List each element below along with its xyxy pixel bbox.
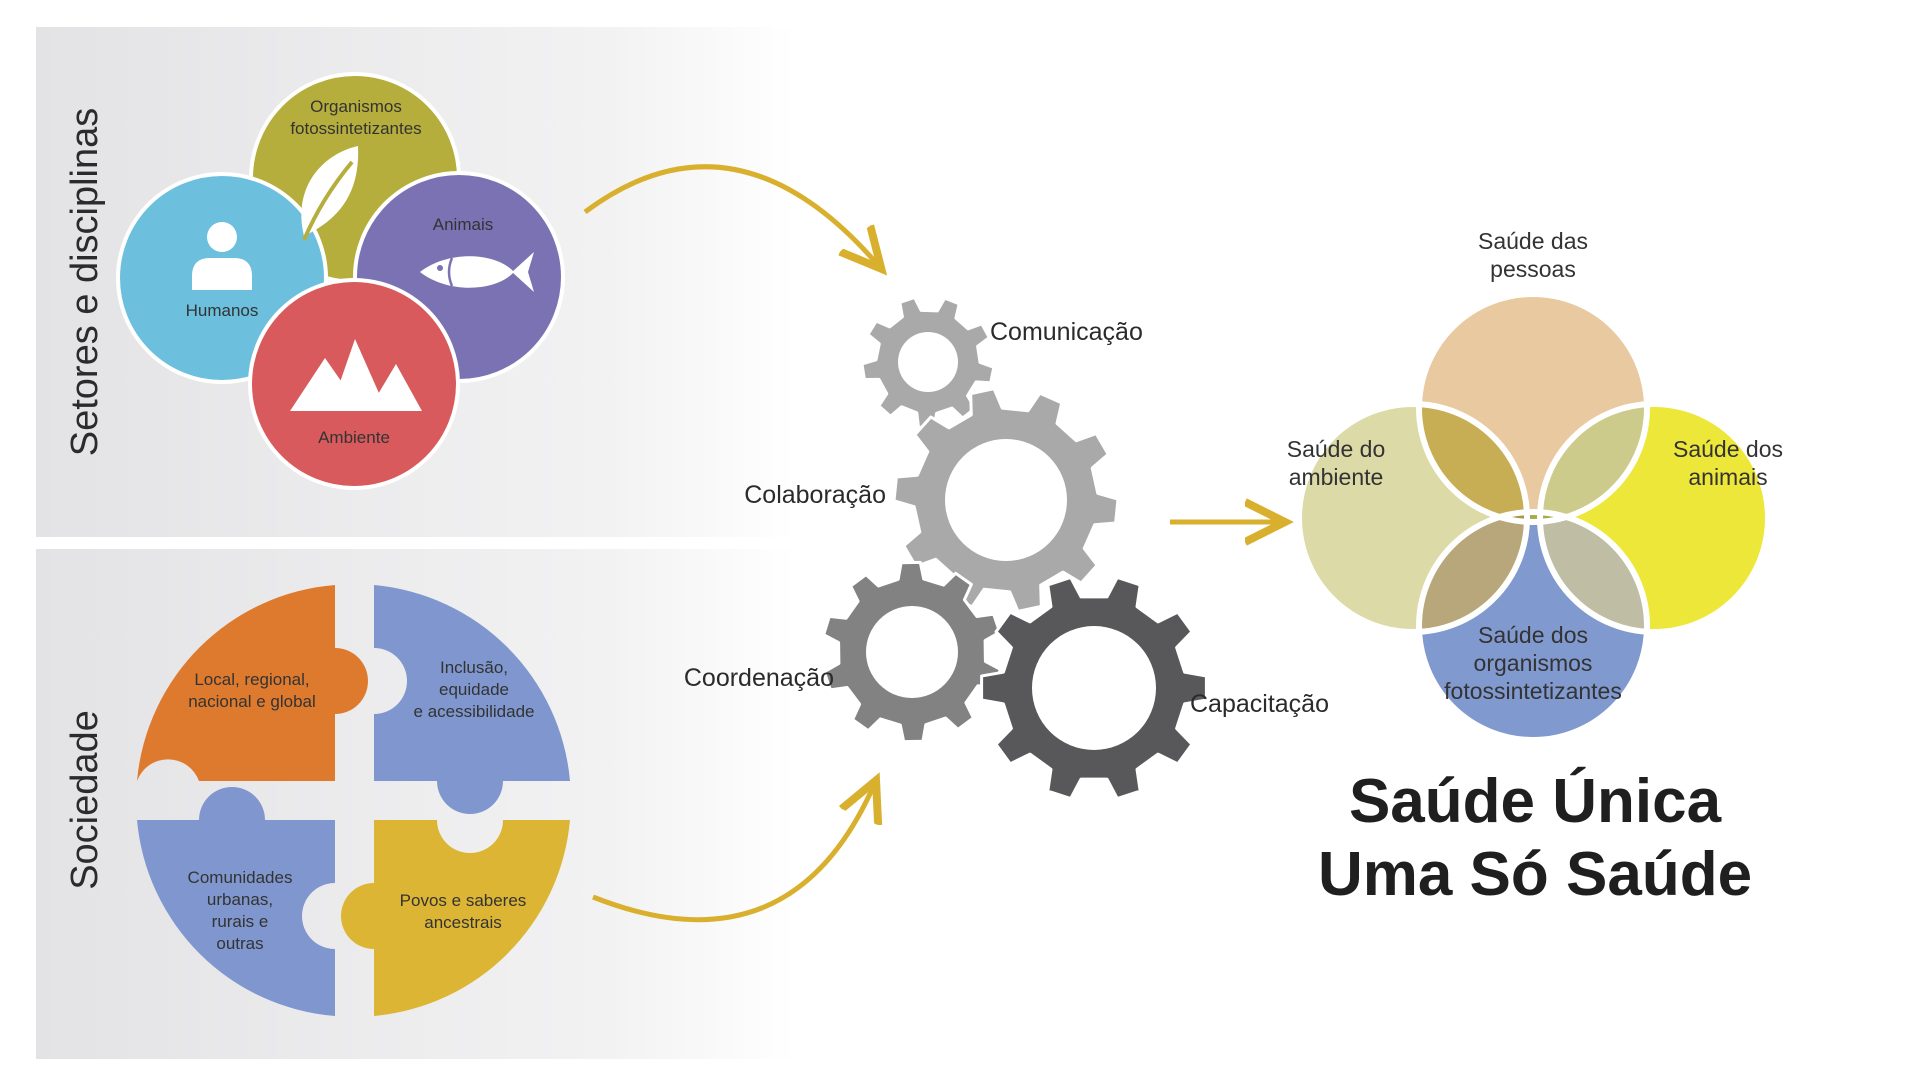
gear-coordination [822, 560, 1002, 744]
venn-people-label-2: pessoas [1490, 256, 1576, 282]
inclusion-label-3: e acessibilidade [414, 702, 535, 721]
puzzle-piece-communities [137, 787, 335, 1016]
leaf-icon [301, 146, 359, 241]
person-icon [192, 222, 252, 290]
venn-environment-label-2: ambiente [1289, 464, 1384, 490]
training-label: Capacitação [1190, 690, 1329, 718]
peoples-label-2: ancestrais [424, 913, 501, 932]
communication-label: Comunicação [990, 318, 1143, 346]
gear-collaboration-hole [945, 439, 1067, 561]
communities-label-2: urbanas, [207, 890, 273, 909]
society-panel-label: Sociedade [64, 710, 106, 890]
gear-coordination-hole [866, 606, 958, 698]
sectors-panel-label: Setores e disciplinas [64, 108, 106, 457]
sector-circles: Organismos fotossintetizantes Animais Hu… [116, 72, 565, 490]
animals-label: Animais [433, 215, 493, 234]
venn-diagram: Saúde das pessoas Saúde do ambiente Saúd… [1287, 228, 1783, 743]
communities-label-1: Comunidades [188, 868, 293, 887]
gear-collaboration [892, 387, 1120, 613]
gears-group [822, 295, 1208, 801]
venn-organisms-label-1: Saúde dos [1478, 622, 1588, 648]
organisms-label-2: fotossintetizantes [290, 119, 421, 138]
mountains-icon [290, 339, 422, 411]
arrow-society-to-gears [592, 785, 874, 923]
title-line-1: Saúde Única [1349, 767, 1722, 836]
venn-organisms-label-2: organismos [1474, 650, 1593, 676]
communities-label-3: rurais e [212, 912, 269, 931]
venn-organisms-label-3: fotossintetizantes [1444, 678, 1622, 704]
environment-label: Ambiente [318, 428, 390, 447]
venn-animals-label-2: animais [1688, 464, 1767, 490]
puzzle-piece-local [137, 585, 368, 781]
organisms-label-1: Organismos [310, 97, 402, 116]
coordination-label: Coordenação [684, 664, 834, 692]
venn-environment-label-1: Saúde do [1287, 436, 1385, 462]
fish-icon [420, 252, 534, 292]
peoples-label-1: Povos e saberes [400, 891, 527, 910]
communities-label-4: outras [216, 934, 263, 953]
society-puzzle: Local, regional, nacional e global Inclu… [137, 585, 570, 1016]
inclusion-label-1: Inclusão, [440, 658, 508, 677]
gear-training [980, 575, 1208, 801]
gear-communication [860, 295, 996, 430]
venn-people-label-1: Saúde das [1478, 228, 1588, 254]
puzzle-piece-inclusion [374, 585, 570, 814]
gear-training-hole [1032, 626, 1156, 750]
humans-label: Humanos [186, 301, 259, 320]
gear-communication-hole [898, 332, 958, 392]
collaboration-label: Colaboração [744, 481, 886, 509]
arrow-sectors-to-gears [583, 164, 878, 265]
local-label-2: nacional e global [188, 692, 316, 711]
venn-animals-label-1: Saúde dos [1673, 436, 1783, 462]
puzzle-piece-peoples [341, 820, 570, 1016]
inclusion-label-2: equidade [439, 680, 509, 699]
local-label-1: Local, regional, [194, 670, 309, 689]
title-line-2: Uma Só Saúde [1318, 840, 1752, 909]
